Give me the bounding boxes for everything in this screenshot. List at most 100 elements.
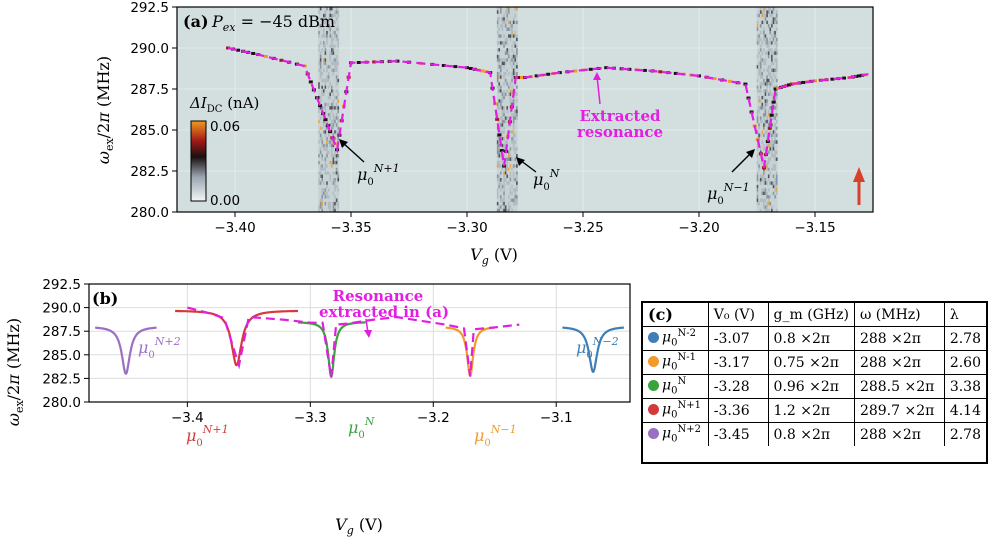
noise-pixel <box>767 198 770 203</box>
noise-pixel <box>500 34 502 38</box>
noise-pixel <box>334 195 336 199</box>
noise-pixel <box>319 37 322 42</box>
noise-pixel <box>337 106 340 110</box>
noise-pixel <box>501 174 504 179</box>
noise-pixel <box>324 208 327 213</box>
x-tick-label: −3.40 <box>214 220 255 236</box>
noise-pixel <box>512 143 515 148</box>
noise-pixel <box>761 143 764 148</box>
noise-pixel <box>761 126 764 131</box>
noise-pixel <box>508 95 510 100</box>
noise-pixel <box>335 71 338 76</box>
y-tick-label: 282.5 <box>130 164 169 180</box>
noise-pixel <box>501 44 504 49</box>
noise-pixel <box>335 10 338 14</box>
noise-pixel <box>496 54 499 59</box>
noise-pixel <box>767 24 770 28</box>
noise-pixel <box>763 95 765 100</box>
noise-pixel <box>509 82 512 86</box>
noise-pixel <box>498 191 501 196</box>
noise-pixel <box>506 17 509 21</box>
noise-pixel <box>500 102 502 107</box>
noise-pixel <box>329 178 332 182</box>
noise-pixel <box>332 181 335 185</box>
noise-pixel <box>511 7 513 11</box>
noise-pixel <box>763 54 765 59</box>
noise-pixel <box>512 150 515 155</box>
noise-pixel <box>321 201 324 206</box>
noise-pixel <box>514 140 517 144</box>
noise-pixel <box>323 48 325 52</box>
noise-pixel <box>514 133 517 138</box>
noise-pixel <box>771 126 773 131</box>
noise-pixel <box>318 7 320 11</box>
noise-pixel <box>766 10 768 14</box>
noise-pixel <box>331 181 333 185</box>
noise-pixel <box>764 208 767 213</box>
noise-pixel <box>332 71 335 76</box>
noise-pixel <box>756 160 759 165</box>
noise-pixel <box>503 109 505 114</box>
noise-pixel <box>506 54 509 59</box>
noise-pixel <box>764 99 767 103</box>
noise-pixel <box>509 61 512 66</box>
noise-pixel <box>496 113 499 117</box>
noise-pixel <box>500 48 502 52</box>
noise-pixel <box>501 143 504 148</box>
noise-pixel <box>761 174 764 179</box>
noise-pixel <box>764 147 767 151</box>
noise-pixel <box>321 178 324 182</box>
noise-pixel <box>771 68 773 73</box>
noise-pixel <box>759 78 762 83</box>
noise-pixel <box>324 181 327 185</box>
noise-pixel <box>512 20 515 25</box>
noise-pixel <box>772 167 775 172</box>
color-dot <box>648 404 659 416</box>
noise-pixel <box>764 157 767 161</box>
noise-pixel <box>767 191 770 196</box>
noise-pixel <box>514 41 517 45</box>
noise-pixel <box>509 160 512 165</box>
noise-pixel <box>323 71 325 76</box>
noise-pixel <box>504 85 507 90</box>
cell-v0: -3.45 <box>707 422 769 446</box>
noise-pixel <box>331 116 333 120</box>
noise-pixel <box>501 195 504 199</box>
noise-pixel <box>500 30 502 35</box>
noise-pixel <box>767 51 770 55</box>
noise-pixel <box>498 20 501 25</box>
data-pixel <box>372 60 377 64</box>
noise-pixel <box>769 174 772 179</box>
noise-pixel <box>769 41 772 45</box>
noise-pixel <box>516 48 518 52</box>
noise-pixel <box>758 102 760 107</box>
noise-pixel <box>758 133 760 138</box>
noise-pixel <box>766 51 768 55</box>
noise-pixel <box>332 20 335 25</box>
noise-pixel <box>334 10 336 14</box>
noise-pixel <box>508 167 510 172</box>
noise-pixel <box>764 116 767 120</box>
noise-pixel <box>514 24 517 28</box>
noise-pixel <box>514 92 517 96</box>
noise-pixel <box>774 136 776 141</box>
noise-pixel <box>331 13 333 18</box>
noise-pixel <box>766 75 768 79</box>
data-pixel <box>801 80 806 84</box>
noise-pixel <box>334 41 336 45</box>
noise-pixel <box>329 116 332 120</box>
noise-pixel <box>511 150 513 155</box>
noise-pixel <box>506 65 509 69</box>
noise-pixel <box>319 30 322 35</box>
noise-pixel <box>511 68 513 73</box>
noise-pixel <box>506 113 509 117</box>
noise-pixel <box>509 184 512 189</box>
y-tick-label: 280.0 <box>130 205 169 221</box>
noise-pixel <box>329 143 332 148</box>
noise-pixel <box>331 106 333 110</box>
noise-pixel <box>496 89 499 93</box>
noise-pixel <box>504 113 507 117</box>
noise-pixel <box>767 106 770 110</box>
noise-pixel <box>772 17 775 21</box>
noise-pixel <box>512 44 515 49</box>
